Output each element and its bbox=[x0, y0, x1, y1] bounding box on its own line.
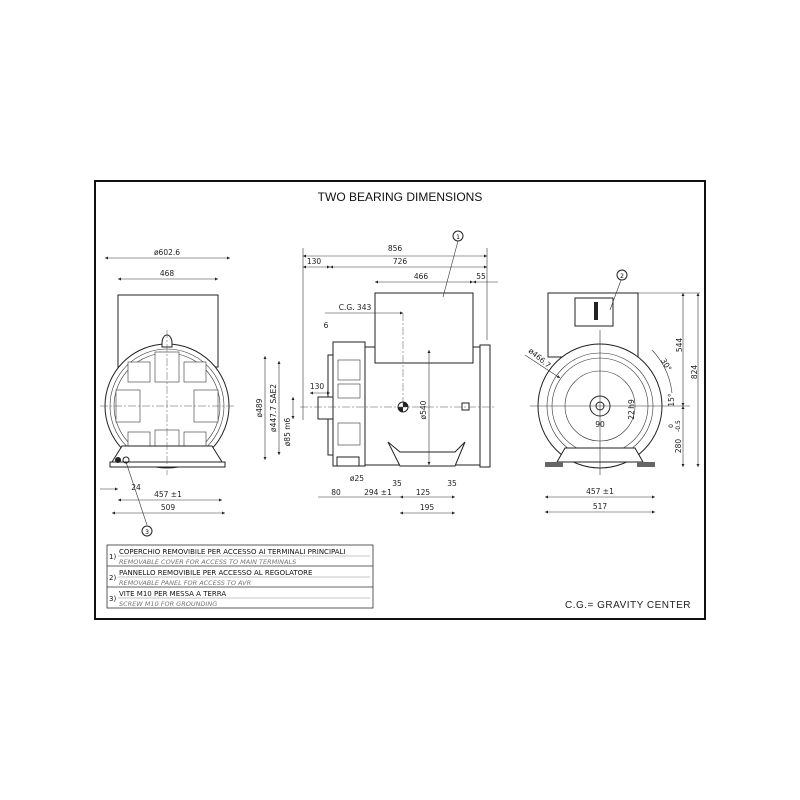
dim-overall-height: 824 bbox=[690, 365, 699, 380]
note-1-english: REMOVABLE COVER FOR ACCESS TO MAIN TERMI… bbox=[119, 558, 296, 566]
note-3-number: 3) bbox=[109, 595, 116, 603]
dim-key-22: 22 bbox=[627, 410, 636, 420]
dim-key-h9: h9 bbox=[627, 399, 636, 409]
note-3-english: SCREW M10 FOR GROUNDING bbox=[119, 600, 217, 608]
note-3-italian: VITE M10 PER MESSA A TERRA bbox=[119, 590, 226, 598]
callout-3: 3 bbox=[145, 529, 149, 536]
drawing-title: TWO BEARING DIMENSIONS bbox=[318, 190, 483, 204]
side-view bbox=[263, 230, 498, 515]
dim-flange-gap: 6 bbox=[324, 321, 329, 330]
note-2-italian: PANNELLO REMOVIBILE PER ACCESSO AL REGOL… bbox=[119, 569, 312, 577]
dim-foot-b: 35 bbox=[447, 479, 457, 488]
dim-box-width: 468 bbox=[160, 269, 175, 278]
dim-foot-offset: 24 bbox=[131, 483, 141, 492]
dim-foot-span-rear: 457 ±1 bbox=[586, 487, 614, 496]
dim-tolerance-bottom: -0.5 bbox=[675, 420, 682, 432]
dim-hole-diameter: ø25 bbox=[350, 474, 364, 483]
dim-flange-diameter: ø489 bbox=[255, 398, 264, 417]
note-2-english: REMOVABLE PANEL FOR ACCESS TO AVR bbox=[119, 579, 251, 587]
dim-gravity-center: C.G. 343 bbox=[339, 303, 372, 312]
front-view-fan-side bbox=[100, 256, 235, 537]
dim-front-offset: 80 bbox=[331, 488, 341, 497]
notes-table bbox=[106, 544, 374, 609]
dim-box-offset: 55 bbox=[476, 272, 486, 281]
dim-body-diameter: ø540 bbox=[419, 400, 428, 419]
note-1-italian: COPERCHIO REMOVIBILE PER ACCESSO AI TERM… bbox=[119, 548, 346, 556]
callout-1: 1 bbox=[456, 234, 460, 241]
note-2-number: 2) bbox=[109, 574, 116, 582]
dim-shaft-extension: 130 bbox=[310, 382, 325, 391]
dim-tolerance-top: 0 bbox=[668, 424, 675, 428]
dim-box-height: 544 bbox=[675, 338, 684, 353]
dim-sae-flange: ø447.7 SAE2 bbox=[269, 384, 278, 432]
gravity-center-legend: C.G.= GRAVITY CENTER bbox=[565, 600, 691, 611]
dim-foot-a: 35 bbox=[392, 479, 402, 488]
dim-key-90: 90 bbox=[595, 420, 605, 429]
note-1-number: 1) bbox=[109, 553, 116, 561]
callout-2: 2 bbox=[620, 273, 624, 280]
dim-foot-inner: 125 bbox=[416, 488, 431, 497]
dim-foot-outer: 195 bbox=[420, 503, 435, 512]
dim-angle-15: 15° bbox=[667, 393, 676, 407]
dim-box-length: 466 bbox=[414, 272, 429, 281]
dim-base-width: 509 bbox=[161, 503, 176, 512]
dim-outer-diameter: ø602.6 bbox=[154, 248, 180, 257]
dim-body-length: 726 bbox=[393, 257, 408, 266]
dim-foot-span: 457 ±1 bbox=[154, 490, 182, 499]
rear-view-drive-end bbox=[524, 269, 700, 514]
dim-overall-length: 856 bbox=[388, 244, 403, 253]
dim-foot-position: 294 ±1 bbox=[364, 488, 392, 497]
dim-shaft-height: 280 bbox=[674, 439, 683, 454]
dim-base-width-rear: 517 bbox=[593, 502, 608, 511]
dim-shaft-length: 130 bbox=[307, 257, 322, 266]
dim-shaft-diameter: ø85 m6 bbox=[283, 417, 292, 446]
